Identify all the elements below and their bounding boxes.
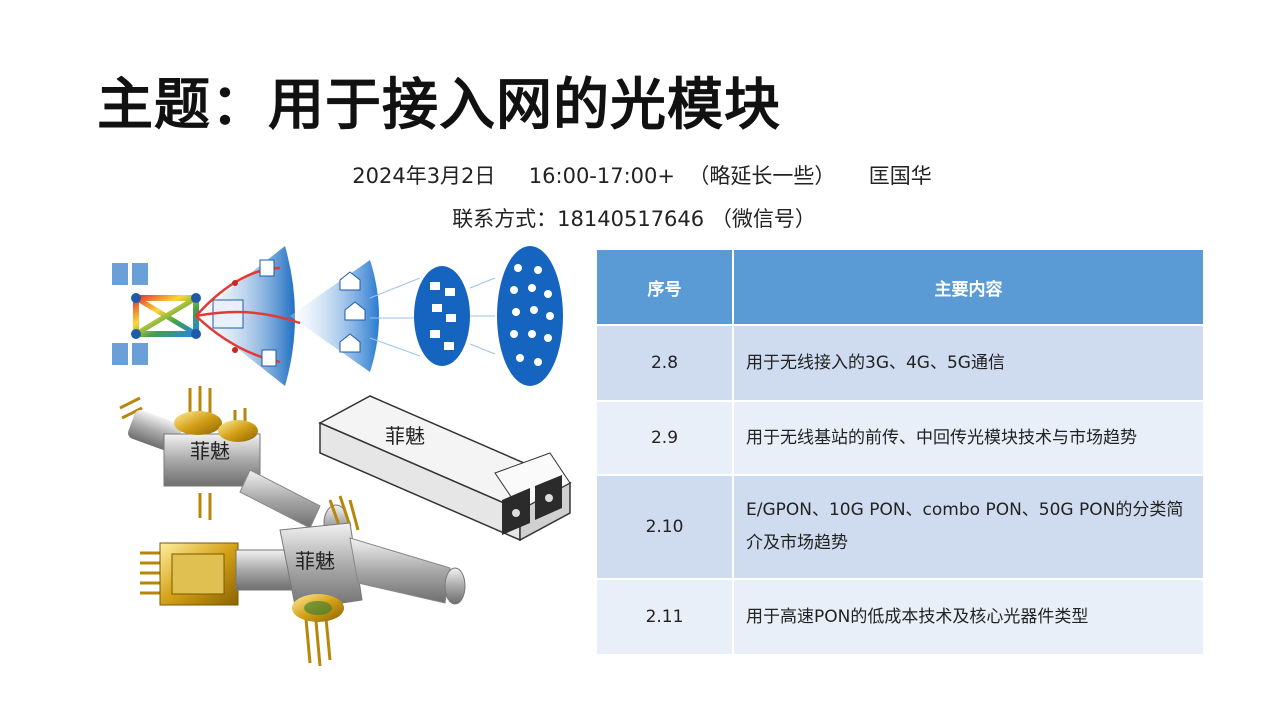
row-number: 2.10	[595, 474, 734, 580]
table-row: 2.9 用于无线基站的前传、中回传光模块技术与市场趋势	[595, 400, 1205, 476]
to-can-component-1: 菲魅	[119, 386, 349, 542]
optical-module-illustration: 菲魅 菲魅 菲魅	[112, 246, 572, 667]
header-number: 序号	[595, 248, 734, 326]
schedule-line: 2024年3月2日 16:00-17:00+ （略延长一些） 匡国华	[352, 164, 932, 188]
watermark-3: 菲魅	[295, 549, 335, 573]
watermark-1: 菲魅	[190, 439, 230, 463]
row-number: 2.8	[595, 324, 734, 402]
table-row: 2.10 E/GPON、10G PON、combo PON、50G PON的分类…	[595, 474, 1205, 580]
row-number: 2.9	[595, 400, 734, 476]
contact-line: 联系方式：18140517646 （微信号）	[452, 207, 816, 231]
row-content: 用于高速PON的低成本技术及核心光器件类型	[732, 578, 1205, 656]
table-header-row: 序号 主要内容	[595, 248, 1205, 326]
slide-title: 主题：用于接入网的光模块	[97, 73, 781, 138]
row-content: E/GPON、10G PON、combo PON、50G PON的分类简介及市场…	[732, 474, 1205, 580]
row-content: 用于无线基站的前传、中回传光模块技术与市场趋势	[732, 400, 1205, 476]
to-can-component-2: 菲魅	[140, 495, 466, 667]
table-row: 2.11 用于高速PON的低成本技术及核心光器件类型	[595, 578, 1205, 656]
row-number: 2.11	[595, 578, 734, 656]
network-diagram	[112, 246, 563, 386]
table-row: 2.8 用于无线接入的3G、4G、5G通信	[595, 324, 1205, 402]
row-content: 用于无线接入的3G、4G、5G通信	[732, 324, 1205, 402]
sfp-transceiver: 菲魅	[318, 395, 572, 542]
header-content: 主要内容	[732, 248, 1205, 326]
topics-table: 序号 主要内容 2.8 用于无线接入的3G、4G、5G通信 2.9 用于无线基站…	[595, 248, 1205, 656]
watermark-2: 菲魅	[385, 424, 425, 448]
